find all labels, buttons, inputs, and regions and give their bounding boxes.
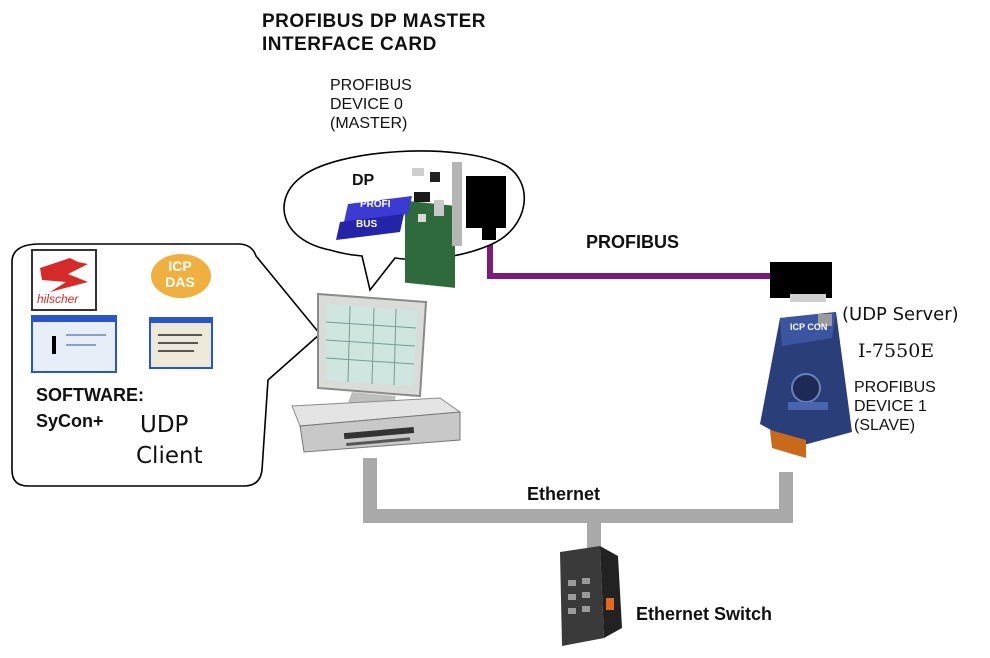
icpdas-logo-line2: DAS [165, 274, 195, 290]
switch-label: Ethernet Switch [636, 604, 773, 624]
udp-client-line2: Client [136, 443, 203, 469]
hilscher-logo-text: hilscher [37, 292, 79, 306]
master-device-label: PROFIBUS DEVICE 0 (MASTER) [330, 76, 412, 133]
master-device-line2: DEVICE 0 [330, 96, 403, 113]
software-label-line2: SyCon+ [36, 411, 104, 431]
master-device-line1: PROFIBUS [330, 77, 412, 94]
software-label: SOFTWARE: SyCon+ [36, 382, 144, 434]
card-logo-dp: DP [352, 172, 375, 189]
master-device-line3: (MASTER) [330, 115, 408, 132]
computer-image [291, 292, 462, 453]
slave-connector [770, 262, 832, 298]
profibus-cable [487, 238, 772, 279]
udp-server-label: (UDP Server) [842, 304, 959, 325]
master-title-line1: PROFIBUS DP MASTER [262, 11, 487, 32]
hilscher-logo-icon [31, 249, 97, 311]
i7550e-module-image [760, 312, 852, 458]
slave-model: I-7550E [858, 340, 935, 362]
udp-client-label: UDP Client [136, 410, 203, 472]
slave-device-label: PROFIBUS DEVICE 1 (SLAVE) [854, 378, 936, 435]
master-title: PROFIBUS DP MASTER INTERFACE CARD [262, 10, 486, 56]
interface-card-image [336, 162, 462, 288]
ethernet-link-label: Ethernet [527, 484, 601, 504]
software-label-line1: SOFTWARE: [36, 385, 144, 405]
master-connector [466, 176, 506, 228]
master-card-bubble [283, 150, 526, 292]
module-logo-text: ICP CON [790, 322, 828, 332]
slave-device-line2: DEVICE 1 [854, 398, 927, 415]
master-title-line2: INTERFACE CARD [262, 34, 437, 55]
udp-client-line1: UDP [140, 412, 189, 438]
slave-device-line3: (SLAVE) [854, 417, 916, 434]
slave-device-line1: PROFIBUS [854, 379, 936, 396]
icpdas-logo-icon [150, 250, 212, 302]
udp-client-window-icon [149, 317, 213, 369]
ethernet-switch-image [560, 546, 622, 646]
card-logo-bus: BUS [356, 219, 378, 230]
icpdas-logo-line1: ICP [168, 258, 192, 274]
icpdas-logo-text: ICP DAS [160, 258, 200, 290]
card-logo-profi: PROFI [360, 199, 391, 210]
ethernet-cable [363, 458, 793, 552]
profibus-link-label: PROFIBUS [586, 232, 680, 252]
sycon-window-icon [31, 315, 117, 373]
